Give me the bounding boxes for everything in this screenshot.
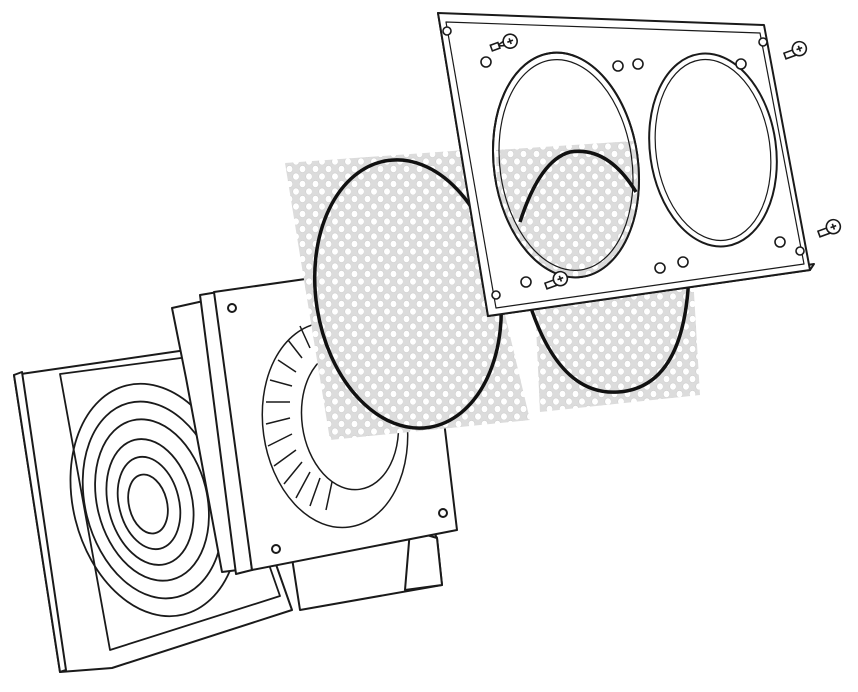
- screw: [543, 270, 569, 290]
- fan-hole: [271, 544, 281, 554]
- screw: [489, 33, 518, 52]
- screw: [816, 218, 842, 238]
- fan-hole: [438, 508, 448, 518]
- mounting-bracket: [437, 12, 815, 317]
- screw: [782, 40, 808, 60]
- bracket-holes: [442, 26, 805, 300]
- fan-hole: [227, 303, 237, 313]
